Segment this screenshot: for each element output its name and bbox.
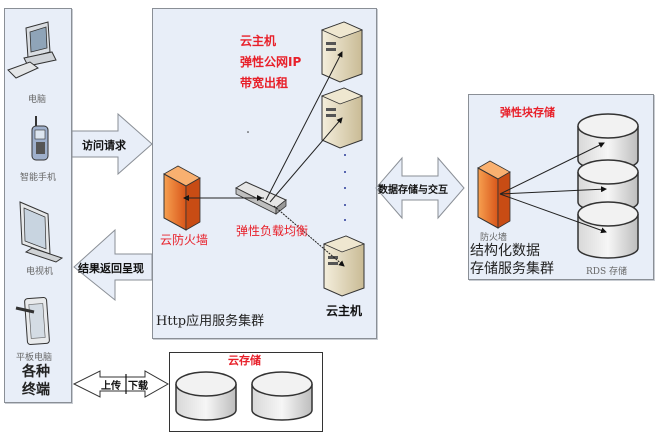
service-cloud-host: 云主机 bbox=[240, 34, 277, 48]
rds-disk-icon bbox=[577, 201, 639, 259]
cloud-firewall-icon bbox=[163, 165, 201, 231]
storage-title-line1: 结构化数据 bbox=[470, 243, 540, 259]
block-storage-label: 弹性块存储 bbox=[500, 106, 555, 119]
device-label-tv: 电视机 bbox=[26, 267, 54, 277]
tv-monitor-icon bbox=[19, 201, 64, 263]
storage-cluster-title: 结构化数据 存储服务集群 bbox=[470, 242, 554, 278]
download-label: 下载 bbox=[128, 381, 148, 392]
cloud-server-icon bbox=[322, 235, 366, 297]
rds-disk-icon bbox=[577, 159, 639, 213]
terminals-title: 各种 终端 bbox=[22, 363, 50, 399]
service-elastic-ip: 弹性公网IP bbox=[240, 55, 302, 69]
tablet-icon bbox=[15, 296, 50, 346]
upload-download-arrow bbox=[72, 370, 170, 398]
cloud-firewall-label: 云防火墙 bbox=[160, 233, 209, 247]
cloud-storage-disk-icon bbox=[175, 371, 237, 421]
mobile-phone-icon bbox=[31, 116, 49, 161]
device-label-computer: 电脑 bbox=[28, 95, 47, 105]
response-label: 结果返回呈现 bbox=[78, 262, 144, 275]
data-exchange-label: 数据存储与交互 bbox=[378, 185, 448, 196]
rds-disk-icon bbox=[577, 113, 639, 171]
terminals-title-line1: 各种 bbox=[22, 364, 50, 380]
ellipsis-dots bbox=[247, 131, 346, 221]
storage-firewall-label: 防火墙 bbox=[480, 233, 508, 243]
connection-lines bbox=[183, 51, 345, 267]
device-label-tablet: 平板电脑 bbox=[16, 353, 53, 363]
storage-connection-lines bbox=[499, 142, 607, 234]
request-arrow bbox=[71, 112, 153, 176]
load-balancer-label: 弹性负载均衡 bbox=[236, 224, 309, 238]
request-label: 访问请求 bbox=[82, 139, 126, 152]
cloud-storage-label: 云存储 bbox=[228, 354, 261, 367]
rds-label: RDS 存储 bbox=[586, 267, 628, 277]
cloud-host-label: 云主机 bbox=[326, 304, 363, 318]
device-label-phone: 智能手机 bbox=[20, 173, 57, 183]
upload-label: 上传 bbox=[101, 381, 121, 392]
terminals-title-line2: 终端 bbox=[22, 382, 50, 398]
cloud-storage-disk-icon bbox=[251, 371, 313, 421]
http-cluster-title: Http应用服务集群 bbox=[156, 314, 265, 329]
data-exchange-arrow bbox=[375, 156, 465, 220]
desktop-computer-icon bbox=[7, 21, 57, 79]
storage-title-line2: 存储服务集群 bbox=[470, 261, 554, 277]
service-bandwidth: 带宽出租 bbox=[240, 76, 289, 90]
firewall-icon bbox=[477, 160, 511, 229]
response-arrow bbox=[73, 228, 153, 302]
